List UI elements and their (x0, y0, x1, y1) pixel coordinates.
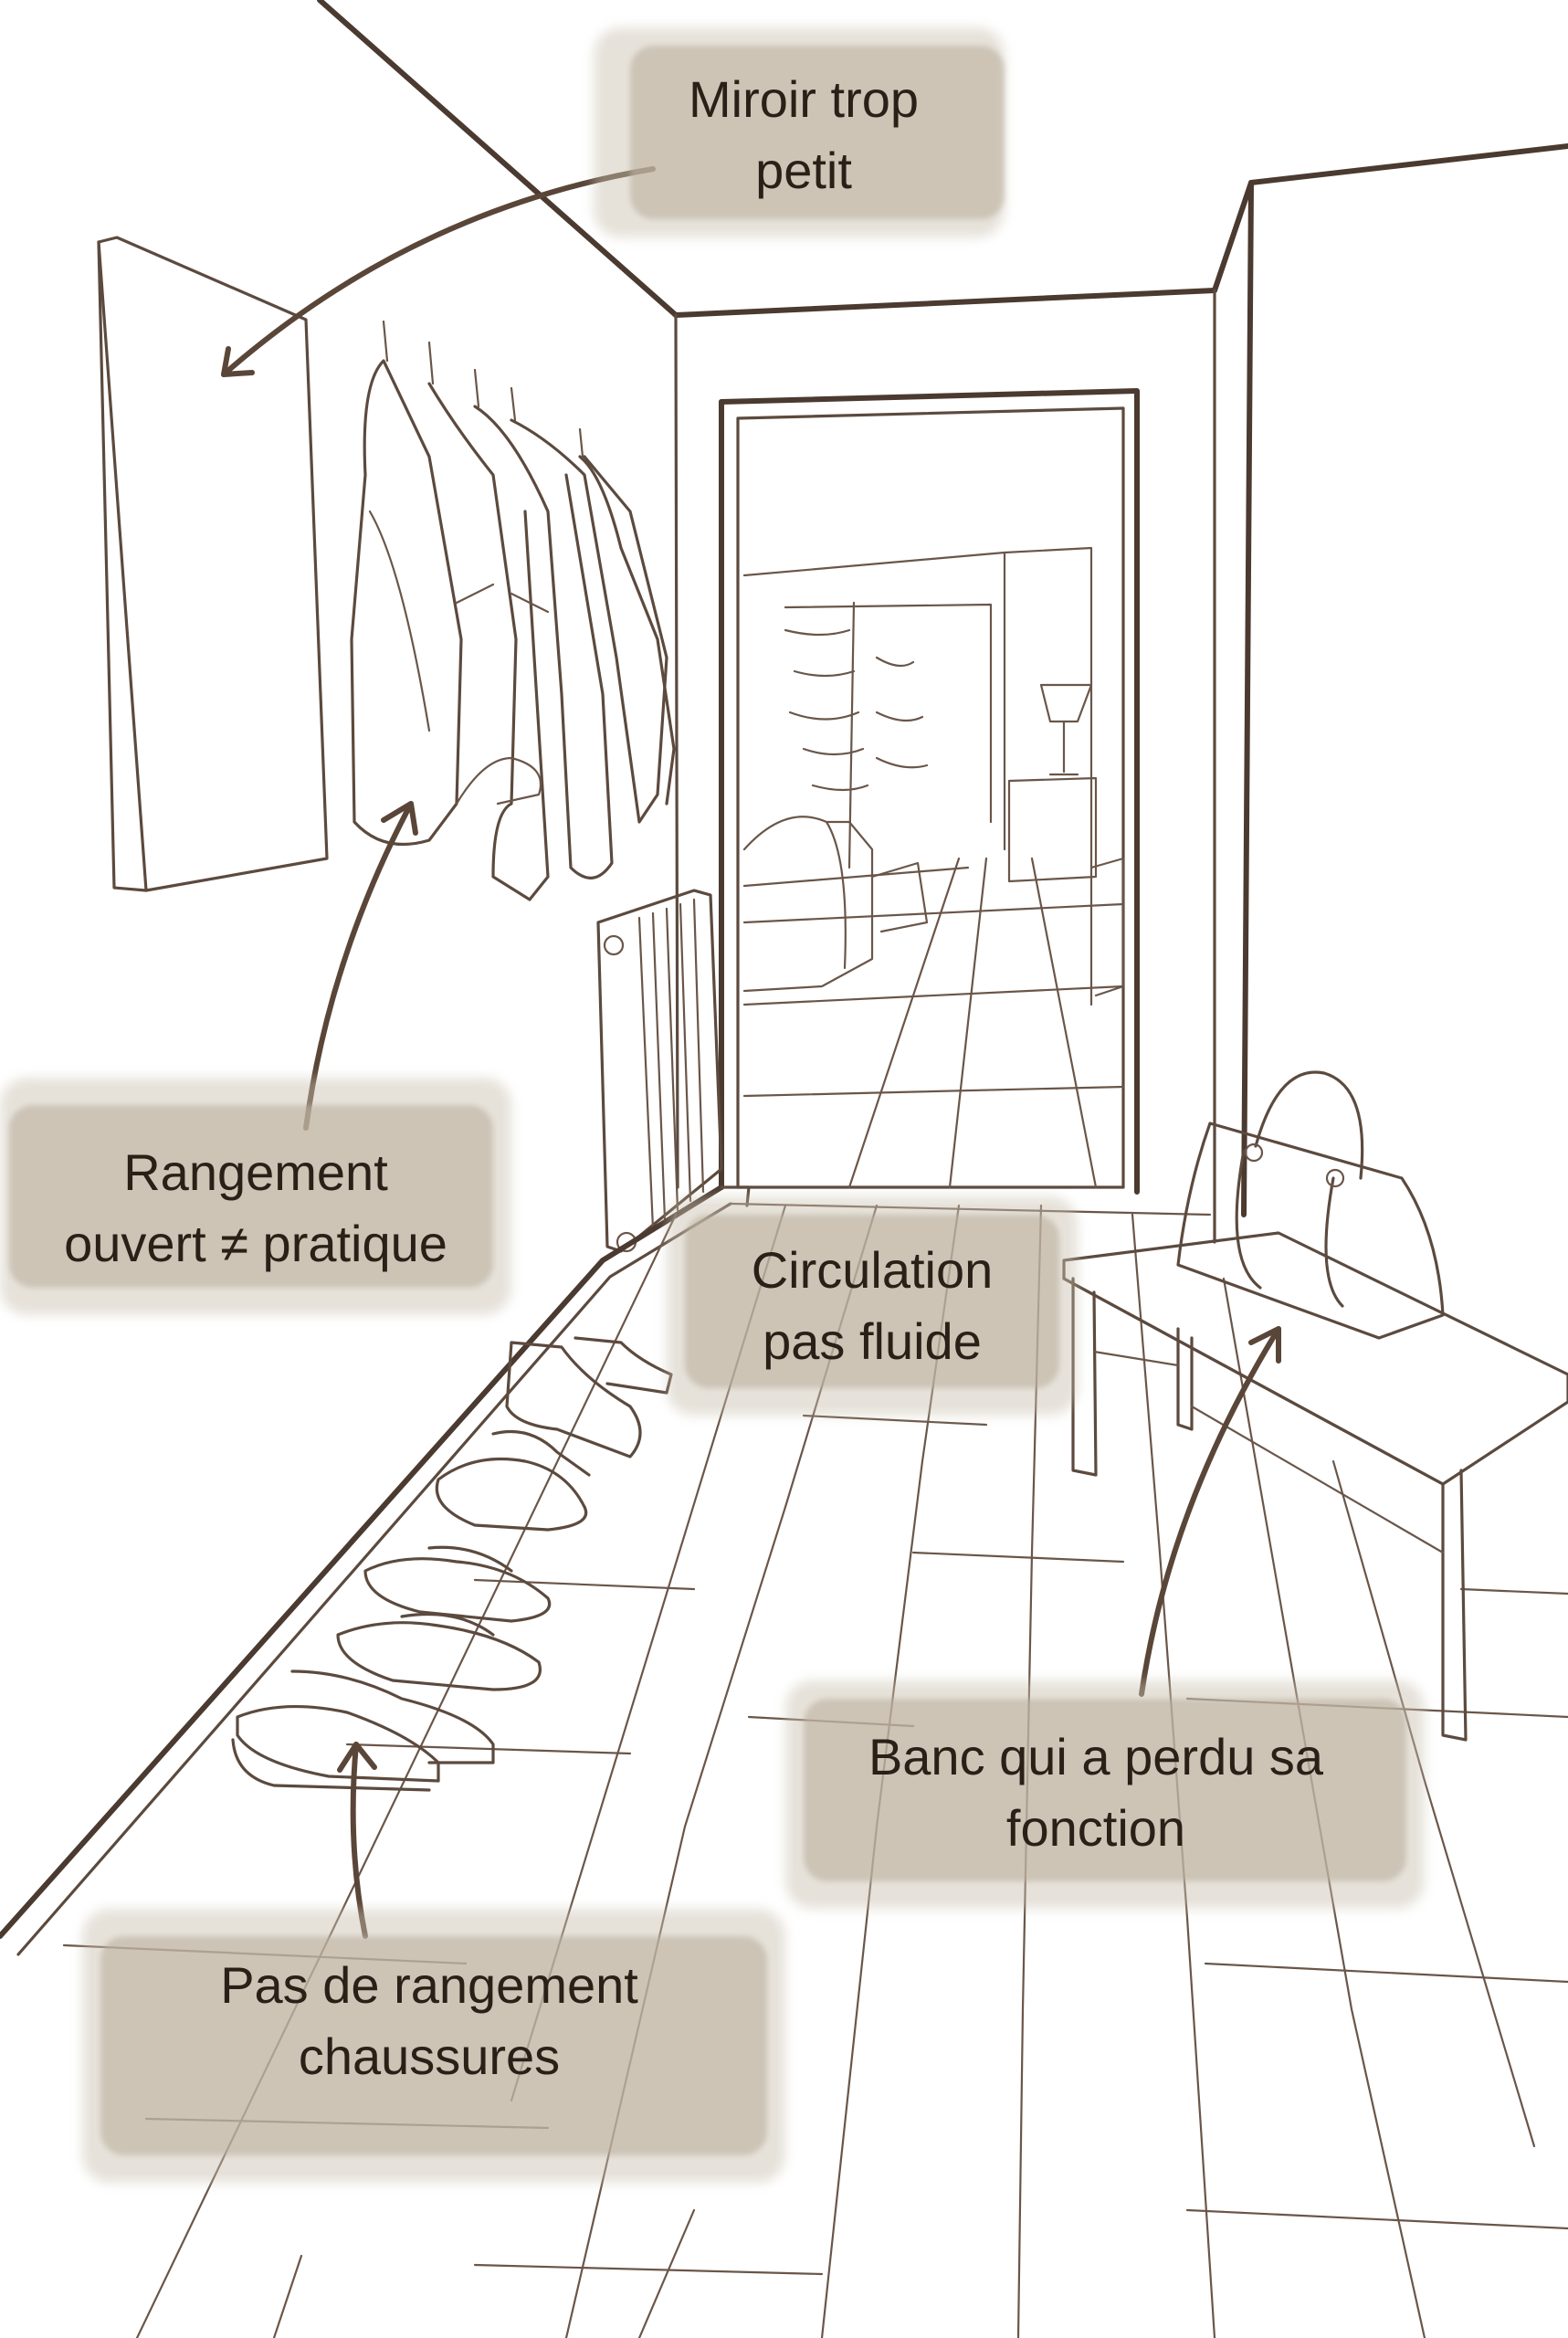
label-circulation-line2: pas fluide (763, 1312, 982, 1370)
label-wash-shoes (100, 1936, 767, 2155)
doorway (719, 388, 1140, 1195)
label-wash-storage (9, 1105, 493, 1288)
label-circulation: Circulation pas fluide (680, 1235, 1064, 1377)
arrow-mirror (221, 166, 656, 377)
arrow-shoes (350, 1742, 368, 1939)
bench (1062, 1231, 1568, 1742)
arrows (221, 166, 1281, 1939)
label-mirror-line1: Miroir trop (688, 70, 920, 128)
radiator (596, 889, 723, 1253)
label-mirror: Miroir trop petit (603, 64, 1005, 206)
mirror (97, 236, 329, 892)
coat-rack (350, 320, 676, 901)
label-wash-circulation (685, 1215, 1059, 1388)
label-mirror-line2: petit (755, 142, 852, 199)
label-storage-line1: Rangement (123, 1143, 388, 1201)
handbag (1176, 1070, 1445, 1340)
label-storage-line2: ouvert ≠ pratique (64, 1215, 447, 1272)
arrow-storage (303, 801, 414, 1131)
label-wash-bench (804, 1699, 1406, 1881)
label-wash-mirror (630, 46, 1005, 219)
label-bench-line1: Banc qui a perdu sa (868, 1728, 1324, 1785)
label-bench: Banc qui a perdu sa fonction (785, 1722, 1406, 1864)
label-shoes-line1: Pas de rangement (220, 1956, 638, 2014)
arrow-bench (1139, 1326, 1281, 1697)
shoes (231, 1336, 673, 1792)
ceiling-lines (317, 0, 1568, 1244)
label-shoes: Pas de rangement chaussures (110, 1950, 749, 2092)
label-bench-line2: fonction (1005, 1799, 1186, 1857)
label-shoes-line2: chaussures (298, 2027, 561, 2085)
label-circulation-line1: Circulation (751, 1241, 994, 1299)
label-storage: Rangement ouvert ≠ pratique (9, 1137, 502, 1280)
